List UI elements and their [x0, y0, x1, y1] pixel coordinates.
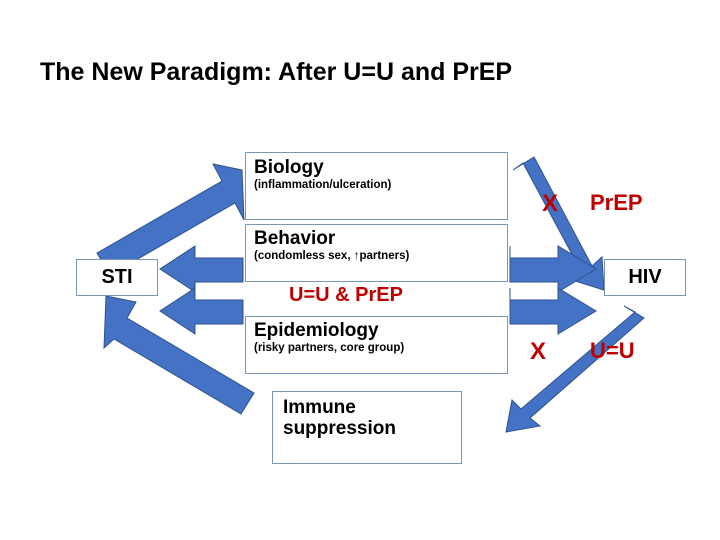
node-immune-label-line1: Immune [283, 397, 356, 418]
annotation-uu: U=U [590, 338, 635, 363]
node-sti-label: STI [101, 266, 133, 288]
node-behavior-label: Behavior [254, 228, 336, 249]
node-epidemiology-label: Epidemiology [254, 320, 379, 341]
annotation-uu-and-prep: U=U & PrEP [289, 284, 403, 306]
node-immune-suppression[interactable]: Immune suppression [272, 391, 462, 464]
block-x-uu-icon: X [530, 338, 547, 365]
node-biology[interactable]: Biology (inflammation/ulceration) [245, 152, 508, 220]
node-behavior[interactable]: Behavior (condomless sex, ↑partners) [245, 224, 508, 282]
node-behavior-detail: (condomless sex, ↑partners) [254, 249, 410, 262]
annotation-prep: PrEP [590, 190, 643, 215]
arrow-behavior-to-hiv [509, 245, 597, 293]
arrow-immune-to-sti [103, 295, 255, 415]
node-epidemiology[interactable]: Epidemiology (risky partners, core group… [245, 316, 508, 374]
node-sti[interactable]: STI [76, 259, 158, 296]
block-x-prep-icon: X [542, 190, 559, 217]
arrow-behavior-to-sti [159, 245, 244, 293]
arrow-epidemiology-to-sti [159, 287, 244, 335]
node-hiv-label: HIV [628, 266, 662, 288]
node-biology-label: Biology [254, 157, 324, 178]
node-epidemiology-detail: (risky partners, core group) [254, 341, 405, 354]
arrow-hiv-to-immune [505, 305, 645, 433]
arrow-epidemiology-to-hiv [509, 287, 597, 335]
node-biology-detail: (inflammation/ulceration) [254, 178, 392, 191]
page-title: The New Paradigm: After U=U and PrEP [40, 58, 513, 86]
node-immune-label-line2: suppression [283, 417, 396, 439]
node-hiv[interactable]: HIV [604, 259, 686, 296]
